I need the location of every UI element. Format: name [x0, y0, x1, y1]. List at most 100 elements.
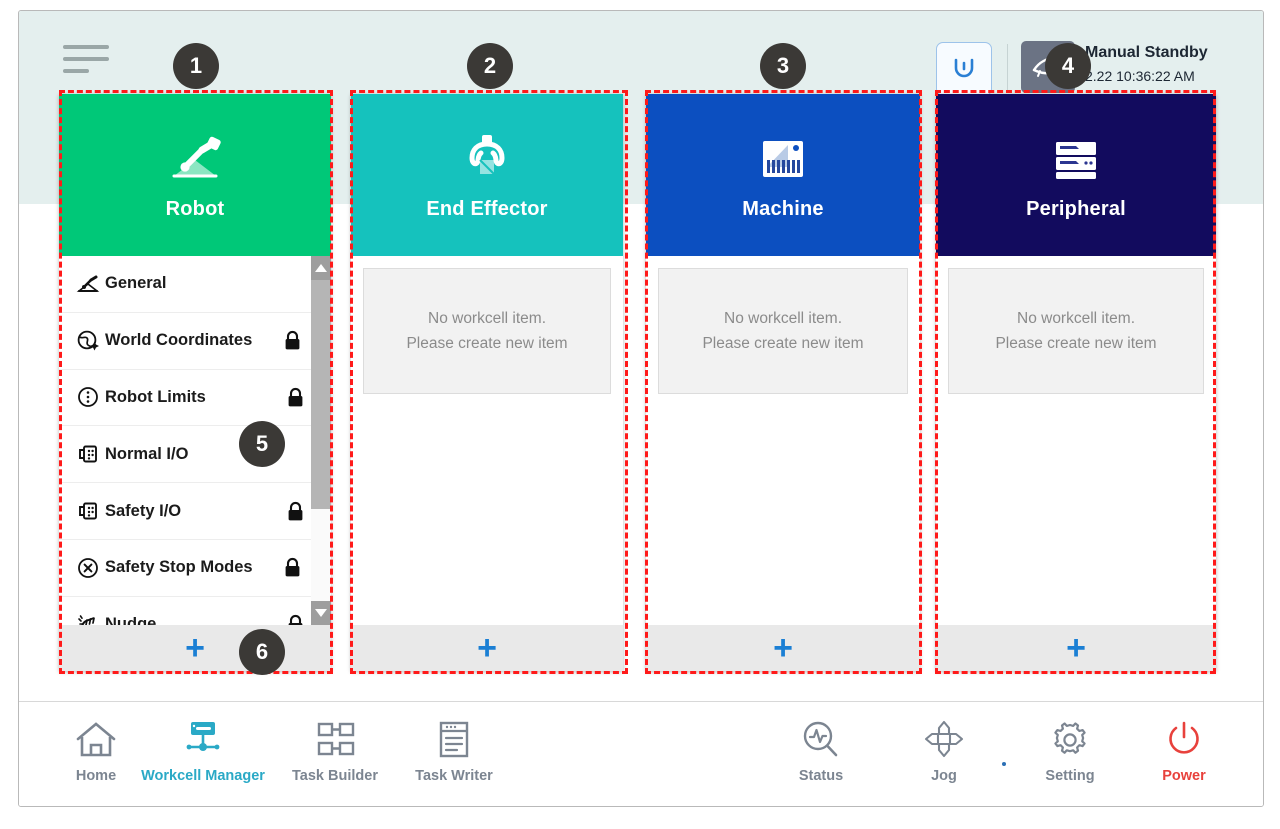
task-writer-icon — [432, 716, 476, 764]
plus-icon: + — [773, 629, 793, 667]
list-item-normal-io[interactable]: Normal I/O — [59, 426, 311, 484]
card-header-robot[interactable]: Robot — [59, 94, 331, 256]
lock-icon — [283, 557, 302, 578]
gear-icon — [1048, 716, 1092, 764]
bottom-navigation-bar: Home Workcell Manager — [19, 701, 1263, 806]
nav-item-task-writer[interactable]: Task Writer — [394, 716, 514, 784]
list-scrollbar[interactable] — [311, 256, 331, 625]
list-item-label: Robot Limits — [105, 387, 206, 406]
peripheral-rack-icon — [1048, 130, 1104, 186]
nudge-hand-icon — [71, 613, 105, 625]
nav-label: Workcell Manager — [141, 768, 265, 784]
lock-icon — [286, 614, 305, 625]
card-header-end-effector[interactable]: End Effector — [351, 94, 623, 256]
empty-line-2: Please create new item — [995, 335, 1157, 352]
empty-line-1: No workcell item. — [1017, 310, 1135, 327]
nav-item-task-builder[interactable]: Task Builder — [275, 716, 395, 784]
list-item-label: Safety I/O — [105, 501, 182, 520]
robot-home-icon-button[interactable] — [936, 42, 992, 96]
workcell-cards: Robot Gener — [19, 11, 1263, 806]
list-item-safety-stop-modes[interactable]: Safety Stop Modes — [59, 540, 311, 597]
header-divider — [1007, 44, 1008, 90]
card-title-peripheral: Peripheral — [1026, 197, 1126, 220]
io-icon — [71, 442, 105, 466]
add-robot-item-button[interactable]: + — [59, 625, 331, 671]
teach-pendant-window: Manual Standby 2.22 10:36:22 AM Rob — [18, 10, 1264, 807]
list-item-label: Nudge — [105, 615, 157, 625]
robot-arm-small-icon — [71, 273, 105, 295]
nav-item-home[interactable]: Home — [36, 716, 156, 784]
plus-icon: + — [477, 629, 497, 667]
status-search-icon — [798, 716, 844, 764]
robot-settings-list: General World Coordinates — [59, 256, 311, 625]
status-block: Manual Standby 2.22 10:36:22 AM — [1085, 41, 1208, 87]
nav-label: Jog — [931, 768, 957, 784]
card-title-robot: Robot — [165, 197, 225, 220]
add-end-effector-item-button[interactable]: + — [351, 625, 623, 671]
robot-arm-icon — [164, 130, 226, 186]
workcell-card-end-effector: End Effector No workcell item. Please cr… — [351, 94, 623, 671]
empty-state-machine: No workcell item. Please create new item — [658, 268, 908, 394]
card-header-machine[interactable]: Machine — [646, 94, 920, 256]
card-body-end-effector: No workcell item. Please create new item — [351, 256, 623, 625]
scroll-up-button[interactable] — [311, 256, 331, 280]
nav-label: Power — [1162, 768, 1206, 784]
io-icon — [71, 499, 105, 523]
machine-icon — [756, 130, 810, 186]
robot-home-icon — [954, 58, 974, 78]
empty-state-peripheral: No workcell item. Please create new item — [948, 268, 1204, 394]
gripper-icon — [459, 130, 515, 186]
plus-icon: + — [1066, 629, 1086, 667]
card-body-machine: No workcell item. Please create new item — [646, 256, 920, 625]
list-item-label: General — [105, 274, 167, 293]
nav-label: Task Builder — [292, 768, 378, 784]
workcell-card-robot: Robot Gener — [59, 94, 331, 671]
list-item-label: World Coordinates — [105, 331, 253, 350]
nav-item-setting[interactable]: Setting — [1010, 716, 1130, 784]
status-title: Manual Standby — [1085, 44, 1208, 61]
card-header-peripheral[interactable]: Peripheral — [936, 94, 1216, 256]
jog-arrows-icon — [921, 716, 967, 764]
list-item-world-coordinates[interactable]: World Coordinates — [59, 313, 311, 370]
nav-item-jog[interactable]: Jog — [884, 716, 1004, 784]
list-item-label: Safety Stop Modes — [105, 558, 253, 577]
card-title-end-effector: End Effector — [426, 197, 548, 220]
nav-label: Home — [75, 768, 117, 784]
card-title-machine: Machine — [742, 197, 824, 220]
scrollbar-thumb[interactable] — [311, 280, 331, 509]
nav-item-workcell-manager[interactable]: Workcell Manager — [141, 716, 265, 784]
nav-label: Task Writer — [415, 768, 493, 784]
hamburger-menu-icon[interactable] — [63, 41, 115, 81]
nav-label: Setting — [1045, 768, 1095, 784]
workcell-manager-icon — [179, 716, 227, 764]
card-body-robot: General World Coordinates — [59, 256, 331, 625]
workcell-card-peripheral: Peripheral No workcell item. Please crea… — [936, 94, 1216, 671]
empty-state-end-effector: No workcell item. Please create new item — [363, 268, 611, 394]
empty-line-2: Please create new item — [702, 335, 864, 352]
nav-item-status[interactable]: Status — [761, 716, 881, 784]
power-icon — [1162, 716, 1206, 764]
list-item-label: Normal I/O — [105, 444, 189, 463]
nav-label: Status — [798, 768, 844, 784]
plus-icon: + — [185, 629, 205, 667]
lock-icon — [286, 387, 305, 408]
list-item-safety-io[interactable]: Safety I/O — [59, 483, 311, 540]
safety-stop-icon — [71, 556, 105, 580]
status-timestamp: 2.22 10:36:22 AM — [1085, 68, 1195, 84]
add-machine-item-button[interactable]: + — [646, 625, 920, 671]
workcell-card-machine: Machine No workcell item. Please create … — [646, 94, 920, 671]
lock-icon — [286, 501, 305, 522]
empty-line-1: No workcell item. — [724, 310, 842, 327]
scroll-down-button[interactable] — [311, 601, 331, 625]
nav-item-power[interactable]: Power — [1124, 716, 1244, 784]
jog-separator-dot — [1002, 762, 1006, 766]
add-peripheral-item-button[interactable]: + — [936, 625, 1216, 671]
empty-line-1: No workcell item. — [428, 310, 546, 327]
list-item-robot-limits[interactable]: Robot Limits — [59, 370, 311, 427]
list-item-nudge[interactable]: Nudge — [59, 597, 311, 625]
lock-icon — [283, 330, 302, 351]
list-item-general[interactable]: General — [59, 256, 311, 313]
world-coordinates-icon — [71, 329, 105, 353]
card-body-peripheral: No workcell item. Please create new item — [936, 256, 1216, 625]
